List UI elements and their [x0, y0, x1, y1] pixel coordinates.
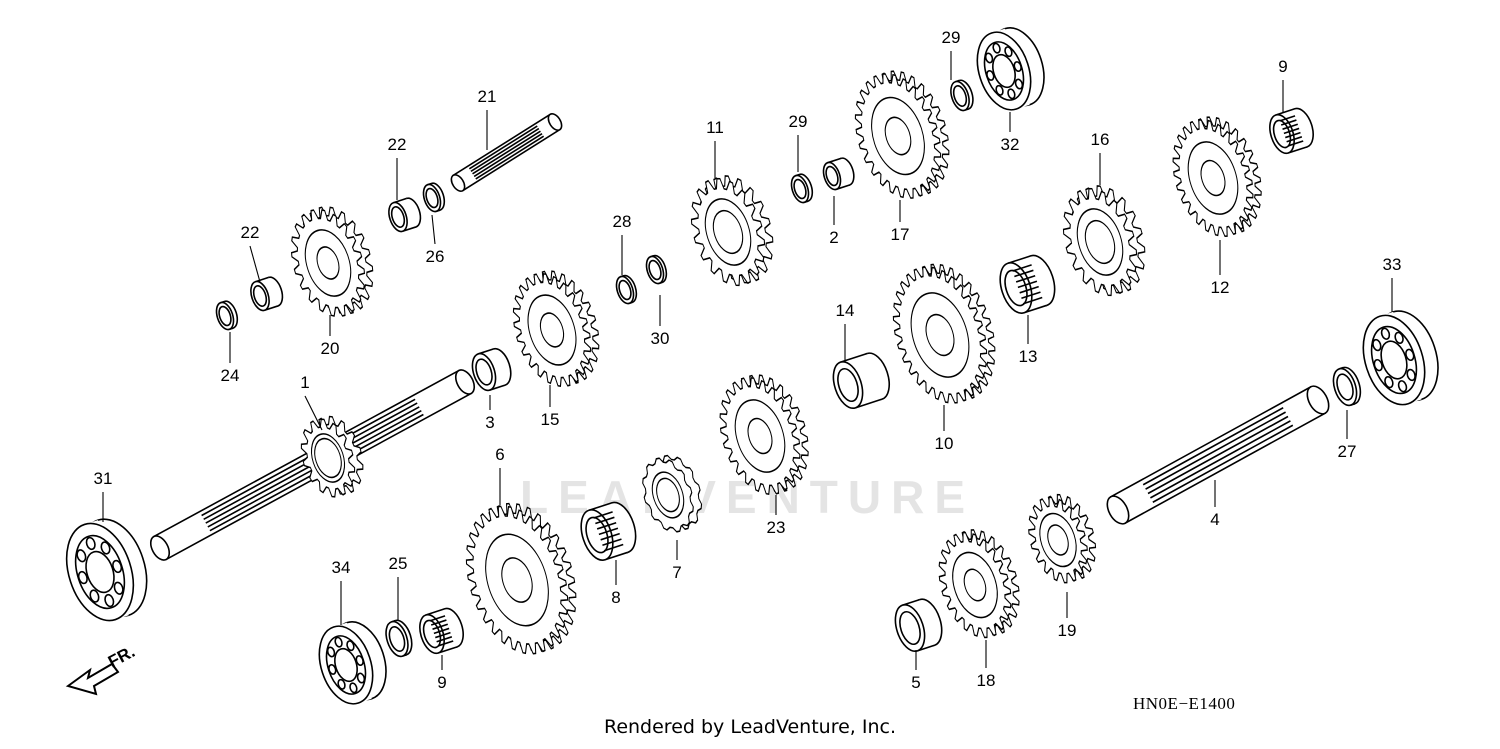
- collar-2: [822, 157, 855, 191]
- gear-10: [892, 263, 996, 404]
- callout-p31: 31: [94, 469, 113, 488]
- circlip-30: [645, 254, 668, 285]
- callout-p18: 18: [977, 671, 996, 690]
- callout-p3: 3: [485, 413, 494, 432]
- callout-p5: 5: [911, 673, 920, 692]
- washer-27: [1332, 366, 1362, 407]
- footer-credit: Rendered by LeadVenture, Inc.: [603, 716, 897, 738]
- needle-bearing-9: [1269, 107, 1314, 155]
- gear-20: [290, 206, 374, 317]
- front-direction-arrow-icon: FR.: [65, 642, 138, 696]
- gear-16: [1062, 185, 1146, 297]
- callout-p6: 6: [495, 445, 504, 464]
- callout-p25: 25: [389, 554, 408, 573]
- washer-29b: [950, 79, 974, 112]
- washer-25: [385, 619, 413, 658]
- gear-11: [690, 175, 774, 287]
- shift-shaft: [450, 113, 563, 192]
- callout-p15: 15: [541, 410, 560, 429]
- callout-p9b: 9: [437, 673, 446, 692]
- callout-p29b: 29: [942, 28, 961, 47]
- needle-bearing-8: [580, 501, 637, 561]
- callout-p29a: 29: [789, 112, 808, 131]
- washer-29a: [790, 173, 814, 204]
- callout-p22a: 22: [241, 223, 260, 242]
- callout-p2: 2: [829, 228, 838, 247]
- gear-12: [1172, 116, 1262, 237]
- bearing-34: [318, 621, 387, 705]
- leader-line-p26: [431, 214, 436, 245]
- callout-p28: 28: [613, 212, 632, 231]
- callout-p17: 17: [891, 225, 910, 244]
- gear-15: [512, 270, 600, 387]
- callout-p19: 19: [1058, 621, 1077, 640]
- callout-p13: 13: [1019, 347, 1038, 366]
- callout-p20: 20: [321, 339, 340, 358]
- callout-p26: 26: [426, 247, 445, 266]
- bearing-31: [65, 518, 148, 622]
- diagram-code: HN0E−E1400: [1133, 694, 1236, 713]
- bushing-3: [471, 347, 512, 392]
- callout-p30: 30: [651, 329, 670, 348]
- needle-bearing-13: [999, 254, 1056, 314]
- washer-26: [422, 182, 446, 213]
- callout-p11: 11: [706, 118, 724, 137]
- lock-washer-28: [615, 274, 638, 305]
- callout-p12: 12: [1211, 278, 1230, 297]
- callout-p34: 34: [332, 558, 351, 577]
- mainshaft-gear-1: [300, 415, 364, 498]
- gear-18: [938, 529, 1020, 639]
- gear-19: [1028, 493, 1097, 584]
- bearing-33: [1362, 310, 1439, 406]
- bearing-32: [976, 27, 1045, 111]
- collar-22a: [250, 276, 284, 312]
- callout-p21: 21: [478, 87, 497, 106]
- gear-17: [854, 70, 950, 199]
- gear-23: [719, 374, 809, 495]
- callout-p22b: 22: [388, 135, 407, 154]
- callout-p33: 33: [1383, 255, 1402, 274]
- callout-p27: 27: [1338, 442, 1357, 461]
- countershaft: [1106, 385, 1330, 525]
- bushing-14: [832, 352, 891, 409]
- callout-p4: 4: [1210, 510, 1219, 529]
- gear-7: [642, 454, 703, 533]
- callout-p7: 7: [672, 563, 681, 582]
- callout-p23: 23: [767, 518, 786, 537]
- leader-line-p22a: [249, 245, 261, 283]
- collar-22b: [388, 197, 422, 233]
- washer-24: [215, 300, 239, 331]
- callout-p32: 32: [1001, 135, 1020, 154]
- callout-p16: 16: [1091, 130, 1110, 149]
- gear-6: [465, 502, 577, 655]
- callout-p10: 10: [935, 434, 954, 453]
- leader-line-p1: [304, 395, 323, 431]
- callout-p1: 1: [300, 373, 309, 392]
- bushing-5: [894, 598, 943, 652]
- callout-p9a: 9: [1278, 57, 1287, 76]
- callout-p24: 24: [221, 366, 240, 385]
- callout-p8: 8: [611, 588, 620, 607]
- callout-p14: 14: [836, 301, 855, 320]
- needle-bearing-9b: [419, 607, 464, 655]
